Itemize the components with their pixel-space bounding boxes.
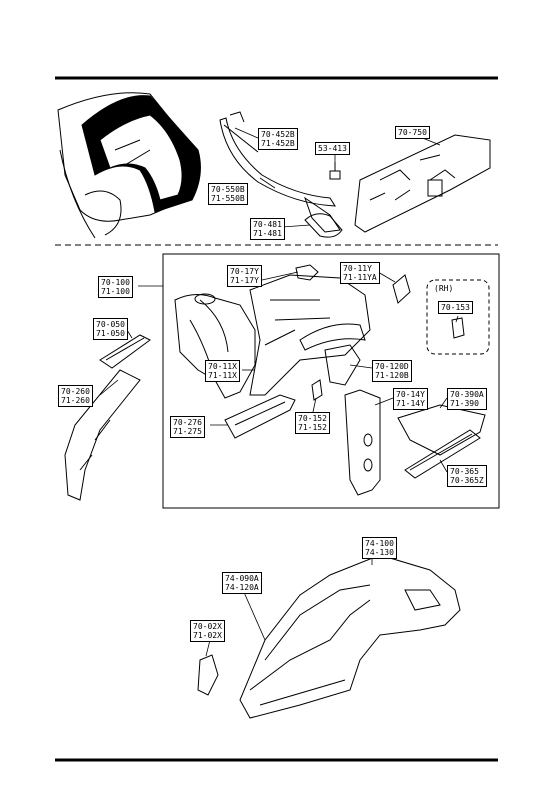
part-70-365-rail bbox=[404, 429, 481, 479]
part-70-050-rail bbox=[99, 334, 151, 369]
part-70-11x-wheelhouse bbox=[174, 293, 256, 399]
part-70-153-bracket bbox=[451, 317, 465, 339]
part-70-481-bracket bbox=[304, 213, 343, 238]
part-70-276-rail bbox=[224, 394, 296, 439]
part-70-152-bracket bbox=[311, 379, 323, 401]
part-70-390-panel bbox=[397, 404, 486, 456]
label-70-153: 70-153 bbox=[438, 301, 473, 314]
part-70-260-pillar bbox=[64, 369, 141, 501]
part-74-100-body-side bbox=[239, 554, 461, 719]
rh-inset-box bbox=[426, 279, 490, 355]
part-70-11y-bracket bbox=[392, 274, 411, 304]
part-70-750-rear-panel bbox=[354, 134, 491, 233]
part-70-14y-pillar bbox=[344, 389, 381, 496]
part-70-02x-bracket bbox=[197, 654, 219, 696]
quarter-panel-group-box bbox=[162, 253, 500, 509]
part-70-100-quarter-inner bbox=[249, 274, 371, 396]
rh-note: (RH) bbox=[434, 284, 454, 293]
label-53-413: 53-413 bbox=[315, 142, 350, 155]
label-70-750: 70-750 bbox=[395, 126, 430, 139]
car-rear-illustration bbox=[57, 92, 201, 239]
part-53-413-clip bbox=[329, 162, 341, 180]
part-70-17y-bracket bbox=[295, 264, 319, 281]
part-70-120d-extension bbox=[324, 344, 361, 386]
part-70-452-reinforcement bbox=[219, 111, 341, 233]
